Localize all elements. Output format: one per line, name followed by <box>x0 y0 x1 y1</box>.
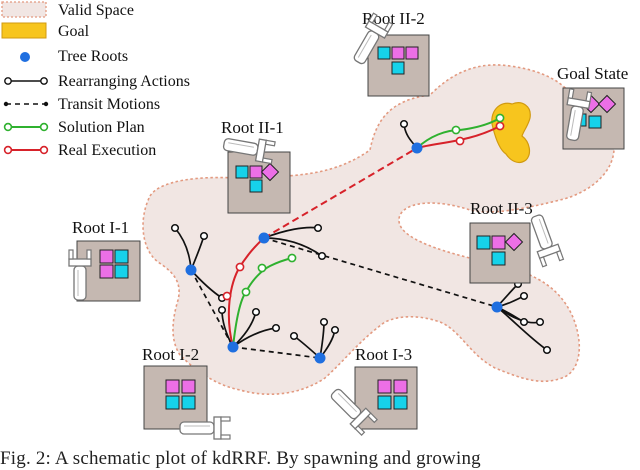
panel-root-ii-1: Root II-1 <box>221 118 291 214</box>
label-root-ii-2: Root II-2 <box>362 9 425 28</box>
label-root-i-2: Root I-2 <box>142 345 199 364</box>
tree-root-i-2 <box>227 341 239 353</box>
legend-real-execution-label: Real Execution <box>58 142 156 159</box>
legend-goal-label: Goal <box>58 23 90 40</box>
panel-root-i-1: Root I-1 <box>68 218 141 302</box>
tree-root-ii-1 <box>258 232 270 244</box>
tree-root-i-3 <box>314 352 326 364</box>
tree-root-i-1 <box>185 264 197 276</box>
label-root-ii-1: Root II-1 <box>221 118 284 137</box>
panel-root-ii-2: Root II-2 <box>347 9 430 97</box>
tree-root-ii-2 <box>411 142 423 154</box>
label-root-i-1: Root I-1 <box>72 218 129 237</box>
panel-root-ii-3: Root II-3 <box>469 199 565 284</box>
label-root-ii-3: Root II-3 <box>470 199 533 218</box>
legend-valid-space-swatch <box>1 1 47 18</box>
legend-tree-root-marker <box>20 52 30 62</box>
tree-root-nodes <box>185 142 503 364</box>
label-root-i-3: Root I-3 <box>355 345 412 364</box>
legend-rearranging-actions-label: Rearranging Actions <box>58 73 190 90</box>
legend: Valid Space Goal Tree Roots Rearranging … <box>1 1 190 159</box>
legend-tree-roots-label: Tree Roots <box>58 48 128 65</box>
panel-goal-state: Goal State <box>557 64 628 150</box>
legend-goal-swatch <box>1 22 47 39</box>
green-edge-nodes <box>241 113 505 297</box>
legend-real-execution-line <box>3 145 49 155</box>
legend-solution-plan-label: Solution Plan <box>58 119 145 136</box>
legend-transit-motions-line <box>3 101 49 107</box>
transit-motion-edges <box>190 237 498 359</box>
legend-transit-motions-label: Transit Motions <box>58 96 160 113</box>
legend-rearranging-actions-line <box>4 77 48 85</box>
panel-root-i-3: Root I-3 <box>325 345 418 436</box>
legend-solution-plan-line <box>3 122 49 132</box>
legend-valid-space-label: Valid Space <box>58 2 134 19</box>
panel-root-i-2: Root I-2 <box>142 345 231 440</box>
red-edge-nodes <box>222 121 505 301</box>
tree-root-ii-3 <box>491 301 503 313</box>
figure-caption: Fig. 2: A schematic plot of kdRRF. By sp… <box>0 448 481 469</box>
gripper-icon <box>525 211 565 268</box>
label-goal-state: Goal State <box>557 64 628 83</box>
